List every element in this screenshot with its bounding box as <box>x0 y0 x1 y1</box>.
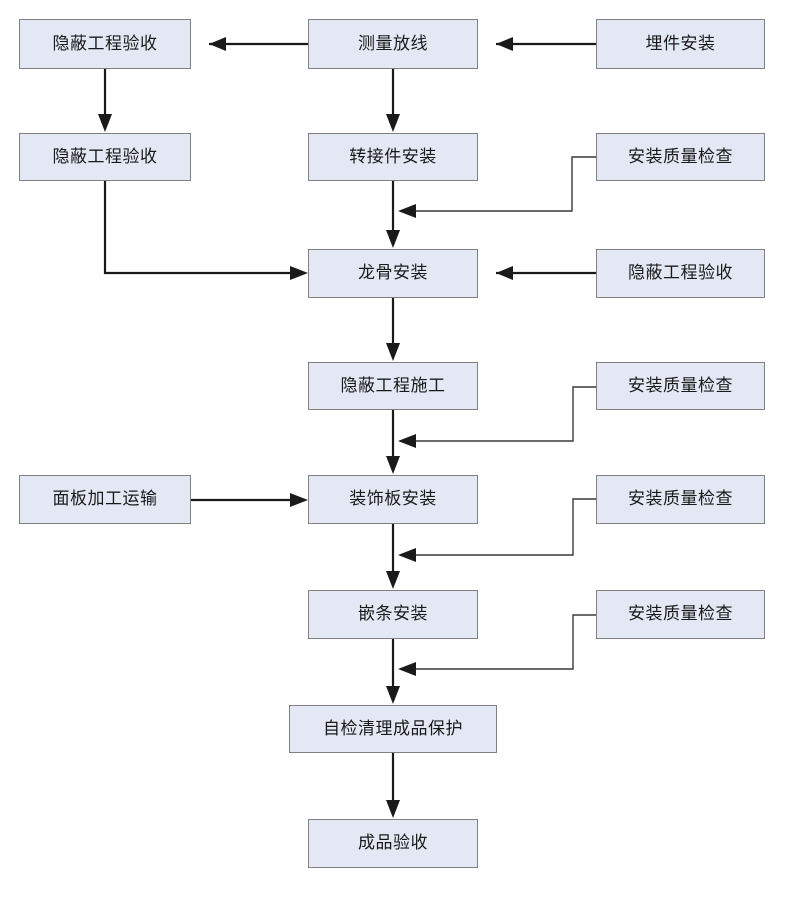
edge-yinbi2-to-longgu <box>103 181 308 280</box>
node-zijian-qingli-chengpin-baohu[interactable]: 自检清理成品保护 <box>289 705 497 753</box>
node-label: 隐蔽工程施工 <box>340 375 446 396</box>
node-label: 埋件安装 <box>645 33 716 54</box>
node-label: 安装质量检查 <box>628 604 733 624</box>
node-anzhuang-zhiliang-jiancha-3[interactable]: 安装质量检查 <box>596 475 765 524</box>
node-qiantiao-anzhuang[interactable]: 嵌条安装 <box>308 590 478 639</box>
node-anzhuang-zhiliang-jiancha-2[interactable]: 安装质量检查 <box>596 362 765 410</box>
node-label: 装饰板安装 <box>349 489 437 509</box>
node-zhuanjiejian-anzhuang[interactable]: 转接件安装 <box>308 133 478 181</box>
node-label: 龙骨安装 <box>358 263 428 283</box>
node-label: 隐蔽工程验收 <box>52 146 158 167</box>
edge-zijian-to-chengpin <box>386 753 400 818</box>
edge-celiang-to-yinbi1 <box>209 37 308 51</box>
edge-maijian-to-celiang <box>496 37 596 51</box>
edge-zhuangshiban-to-qiantiao <box>386 524 400 589</box>
node-label: 隐蔽工程验收 <box>52 33 158 54</box>
node-mianban-jiagong-yunshu[interactable]: 面板加工运输 <box>19 475 191 524</box>
edge-yinbi3-to-longgu <box>496 266 596 280</box>
node-yinbi-gongcheng-shigong[interactable]: 隐蔽工程施工 <box>308 362 478 410</box>
node-label: 成品验收 <box>358 833 428 853</box>
node-label: 测量放线 <box>358 33 428 54</box>
edge-zhuanjie-to-longgu <box>386 181 400 248</box>
node-yinbi-gongcheng-yanshou-3[interactable]: 隐蔽工程验收 <box>596 249 765 298</box>
node-maijian-anzhuang[interactable]: 埋件安装 <box>596 19 765 69</box>
node-anzhuang-zhiliang-jiancha-4[interactable]: 安装质量检查 <box>596 590 765 639</box>
node-label: 面板加工运输 <box>52 489 158 509</box>
node-label: 自检清理成品保护 <box>323 718 463 739</box>
edge-qiantiao-to-zijian <box>386 639 400 704</box>
node-label: 安装质量检查 <box>628 375 733 396</box>
edge-yinbi1-to-yinbi2 <box>98 69 112 132</box>
node-label: 隐蔽工程验收 <box>628 263 733 283</box>
edge-shigong-to-zhuangshiban <box>386 410 400 474</box>
edge-mianban-to-zhuangshiban <box>191 493 308 507</box>
node-celiang-fangxian[interactable]: 测量放线 <box>308 19 478 69</box>
edge-celiang-to-zhuanjie <box>386 69 400 132</box>
node-zhuangshiban-anzhuang[interactable]: 装饰板安装 <box>308 475 478 524</box>
edge-longgu-to-yinbi-shigong <box>386 298 400 361</box>
node-longgu-anzhuang[interactable]: 龙骨安装 <box>308 249 478 298</box>
node-label: 转接件安装 <box>349 146 437 167</box>
node-label: 安装质量检查 <box>628 489 733 509</box>
node-anzhuang-zhiliang-jiancha-1[interactable]: 安装质量检查 <box>596 133 765 181</box>
node-chengpin-yanshou[interactable]: 成品验收 <box>308 819 478 868</box>
node-label: 安装质量检查 <box>628 146 733 167</box>
node-label: 嵌条安装 <box>358 604 428 624</box>
node-yinbi-gongcheng-yanshou-2[interactable]: 隐蔽工程验收 <box>19 133 191 181</box>
node-yinbi-gongcheng-yanshou-1[interactable]: 隐蔽工程验收 <box>19 19 191 69</box>
